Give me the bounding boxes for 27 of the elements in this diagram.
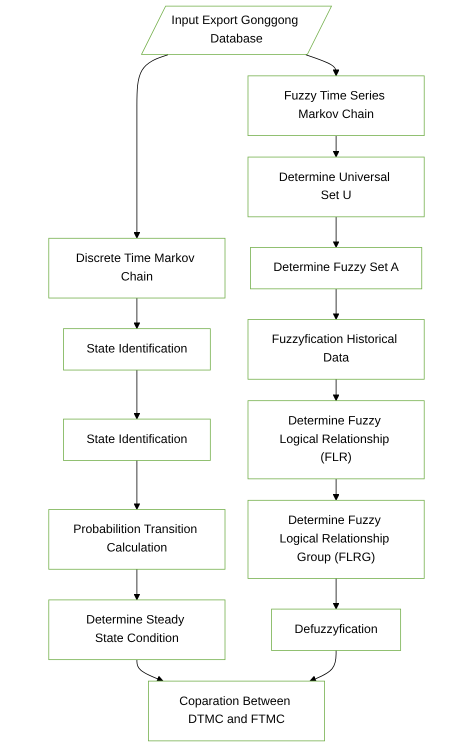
node-box: Determine Fuzzy Set A [250,247,422,290]
arrow [136,659,164,682]
arrow [332,478,340,501]
node-box: Discrete Time Markov Chain [48,238,226,298]
arrow [332,135,340,158]
node-box: Determine Fuzzy Logical Relationship (FLR) [248,400,425,480]
node-box: Fuzzy Time Series Markov Chain [248,75,425,136]
node-box: Determine Universal Set U [248,156,425,218]
arrow [332,578,340,610]
arrow [305,54,340,76]
arrow [134,460,140,510]
arrow [309,650,336,682]
arrow [134,298,140,329]
node-box: State Identification [63,418,211,461]
arrow [332,288,340,320]
arrow [134,54,168,239]
arrow [332,216,340,248]
node-box: Determine Steady State Condition [48,600,226,660]
node-box: State Identification [63,328,211,370]
arrow [134,370,140,420]
node-box: Defuzzyfication [271,608,402,651]
node-box: Coparation Between DTMC and FTMC [148,680,325,742]
node-box: Determine Fuzzy Logical Relationship Group (FLRG) [248,500,425,579]
arrow [332,378,340,401]
arrow [134,568,140,600]
node-box: Probabilition Transition Calculation [48,509,226,570]
node-box: Fuzzyfication Historical Data [248,319,425,380]
